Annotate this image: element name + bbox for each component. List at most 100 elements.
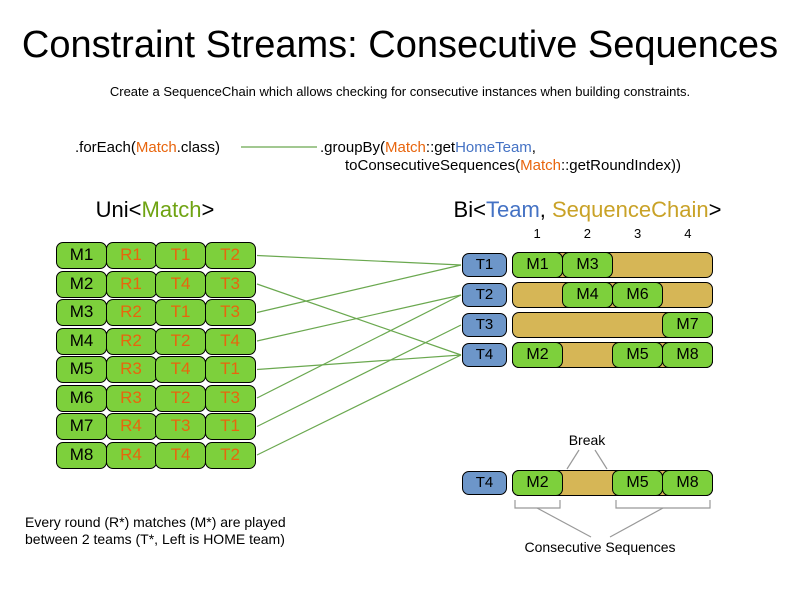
footnote-line1: Every round (R*) matches (M*) are played xyxy=(25,514,286,530)
footnote-line2: between 2 teams (T*, Left is HOME team) xyxy=(25,530,285,547)
toconsecutive-suffix: ::getRoundIndex)) xyxy=(560,157,682,174)
team-sequence-row: T4 M2 M5 M8 xyxy=(462,342,714,368)
home-team-cell: T4 xyxy=(155,441,206,469)
subtitle: Create a SequenceChain which allows chec… xyxy=(109,84,691,99)
match-id-cell: M4 xyxy=(56,327,107,355)
foreach-code: .forEach(Match.class) xyxy=(75,139,220,156)
uni-heading: Uni<Match> xyxy=(35,197,275,223)
home-team-cell: T3 xyxy=(155,413,206,440)
round-column-header: 2 xyxy=(583,226,591,241)
uni-heading-class: Match xyxy=(141,197,202,222)
bi-heading-chain: SequenceChain xyxy=(552,197,709,222)
groupby-getter: ::get xyxy=(425,139,456,156)
round-cell: R4 xyxy=(105,413,157,440)
foreach-prefix: .forEach( xyxy=(75,139,136,156)
match-box: M4 xyxy=(562,282,613,308)
match-box: M3 xyxy=(562,252,613,278)
match-box: M2 xyxy=(512,342,563,368)
round-column-headers: 1 2 3 4 xyxy=(512,226,713,241)
team-box: T2 xyxy=(462,283,507,307)
break-detail-row: T4 M2 M5 M8 xyxy=(462,470,714,496)
match-box: M6 xyxy=(612,282,663,308)
break-label: Break xyxy=(568,432,606,448)
groupby-comma: , xyxy=(531,139,536,156)
team-box: T4 xyxy=(462,343,507,367)
round-cell: R3 xyxy=(105,384,157,412)
team-sequence-row: T1 M1 M3 xyxy=(462,252,714,278)
team-box: T1 xyxy=(462,253,507,277)
home-team-cell: T2 xyxy=(155,327,206,355)
toconsecutive-class: Match xyxy=(520,157,561,174)
bi-heading-prefix: Bi< xyxy=(453,197,486,222)
bi-heading-suffix: > xyxy=(708,197,722,222)
home-team-cell: T4 xyxy=(155,356,206,383)
groupby-class: Match xyxy=(385,139,426,156)
home-team-cell: T4 xyxy=(155,270,206,298)
round-cell: R1 xyxy=(105,270,157,298)
match-id-cell: M6 xyxy=(56,384,107,412)
bi-heading-team: Team xyxy=(485,197,540,222)
foreach-class: Match xyxy=(135,139,177,156)
match-id-cell: M3 xyxy=(56,299,107,326)
groupby-code-line1: .groupBy(Match::getHomeTeam, xyxy=(320,139,536,156)
round-cell: R2 xyxy=(105,327,157,355)
away-team-cell: T4 xyxy=(204,327,256,355)
round-column-header: 1 xyxy=(533,226,541,241)
match-id-cell: M1 xyxy=(56,242,107,269)
groupby-code-line2: toConsecutiveSequences(Match::getRoundIn… xyxy=(345,157,681,174)
round-cell: R1 xyxy=(105,242,157,269)
away-team-cell: T1 xyxy=(204,356,256,383)
match-box: M5 xyxy=(612,342,663,368)
footnote: Every round (R*) matches (M*) are played… xyxy=(25,514,286,548)
away-team-cell: T2 xyxy=(204,242,256,269)
team-sequence-row: T3 M7 xyxy=(462,312,714,338)
away-team-cell: T1 xyxy=(204,413,256,440)
away-team-cell: T3 xyxy=(204,299,256,326)
round-cell: R4 xyxy=(105,441,157,469)
uni-heading-suffix: > xyxy=(201,197,215,222)
team-sequence-row: T2 M4 M6 xyxy=(462,282,714,308)
match-box: M7 xyxy=(662,312,713,338)
match-box: M8 xyxy=(662,342,713,368)
toconsecutive-prefix: toConsecutiveSequences( xyxy=(345,157,521,174)
foreach-suffix: .class) xyxy=(176,139,221,156)
match-id-cell: M7 xyxy=(56,413,107,440)
home-team-cell: T2 xyxy=(155,384,206,412)
match-box: M1 xyxy=(512,252,563,278)
away-team-cell: T3 xyxy=(204,384,256,412)
groupby-prefix: .groupBy( xyxy=(320,139,386,156)
home-team-cell: T1 xyxy=(155,299,206,326)
bi-heading-separator: , xyxy=(539,197,552,222)
away-team-cell: T3 xyxy=(204,270,256,298)
page-title: Constraint Streams: Consecutive Sequence… xyxy=(21,24,779,66)
round-cell: R3 xyxy=(105,356,157,383)
consecutive-sequence-braces xyxy=(514,500,711,538)
break-pointer-lines xyxy=(566,449,608,470)
match-to-team-connectors xyxy=(256,254,462,456)
match-id-cell: M2 xyxy=(56,270,107,298)
round-column-header: 4 xyxy=(684,226,692,241)
match-box: M5 xyxy=(612,470,663,496)
uni-heading-prefix: Uni< xyxy=(95,197,142,222)
team-box: T4 xyxy=(462,471,507,495)
team-box: T3 xyxy=(462,313,507,337)
consecutive-sequences-label: Consecutive Sequences xyxy=(524,539,676,555)
round-cell: R2 xyxy=(105,299,157,326)
match-id-cell: M5 xyxy=(56,356,107,383)
round-column-header: 3 xyxy=(634,226,642,241)
bi-heading: Bi<Team, SequenceChain> xyxy=(445,197,730,223)
match-id-cell: M8 xyxy=(56,441,107,469)
match-box: M8 xyxy=(662,470,713,496)
match-box: M2 xyxy=(512,470,563,496)
away-team-cell: T2 xyxy=(204,441,256,469)
